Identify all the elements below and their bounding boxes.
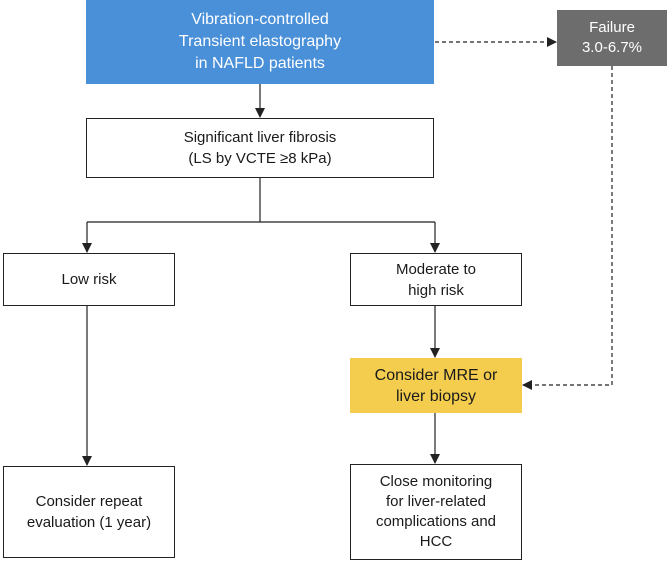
close-line-2: for liver-related [385, 493, 487, 510]
moderate-risk-line-1: Moderate to [395, 260, 477, 278]
vcte-start-line-2: Transient elastography [178, 33, 342, 50]
vcte-start-line-3: in NAFLD patients [195, 55, 325, 72]
close-line-4: HCC [419, 533, 453, 550]
repeat-evaluation-node: Consider repeat evaluation (1 year) [3, 466, 175, 558]
failure-label: Failure [589, 19, 635, 36]
low-risk-node: Low risk [3, 253, 175, 306]
close-monitoring-node: Close monitoring for liver-related compl… [350, 464, 522, 560]
repeat-line-1: Consider repeat [35, 493, 143, 510]
mre-line-1: Consider MRE or [374, 366, 498, 384]
repeat-line-2: evaluation (1 year) [26, 514, 152, 531]
failure-node: Failure 3.0-6.7% [557, 10, 667, 66]
moderate-risk-line-2: high risk [408, 281, 464, 299]
mre-or-biopsy-node: Consider MRE or liver biopsy [350, 358, 522, 413]
fibrosis-line-1: Significant liver fibrosis [183, 129, 337, 146]
vcte-start-line-1: Vibration-controlled [191, 11, 329, 28]
close-line-3: complications and [375, 513, 497, 530]
vcte-start-node: Vibration-controlled Transient elastogra… [86, 0, 434, 84]
significant-fibrosis-node: Significant liver fibrosis (LS by VCTE ≥… [86, 118, 434, 178]
moderate-high-risk-node: Moderate to high risk [350, 253, 522, 306]
fibrosis-line-2: (LS by VCTE ≥8 kPa) [188, 150, 332, 167]
low-risk-label: Low risk [61, 271, 117, 288]
dashed-arrow-failure-to-mre [522, 66, 613, 390]
failure-rate: 3.0-6.7% [581, 39, 643, 56]
mre-line-2: liver biopsy [395, 387, 476, 405]
close-line-1: Close monitoring [379, 473, 493, 490]
